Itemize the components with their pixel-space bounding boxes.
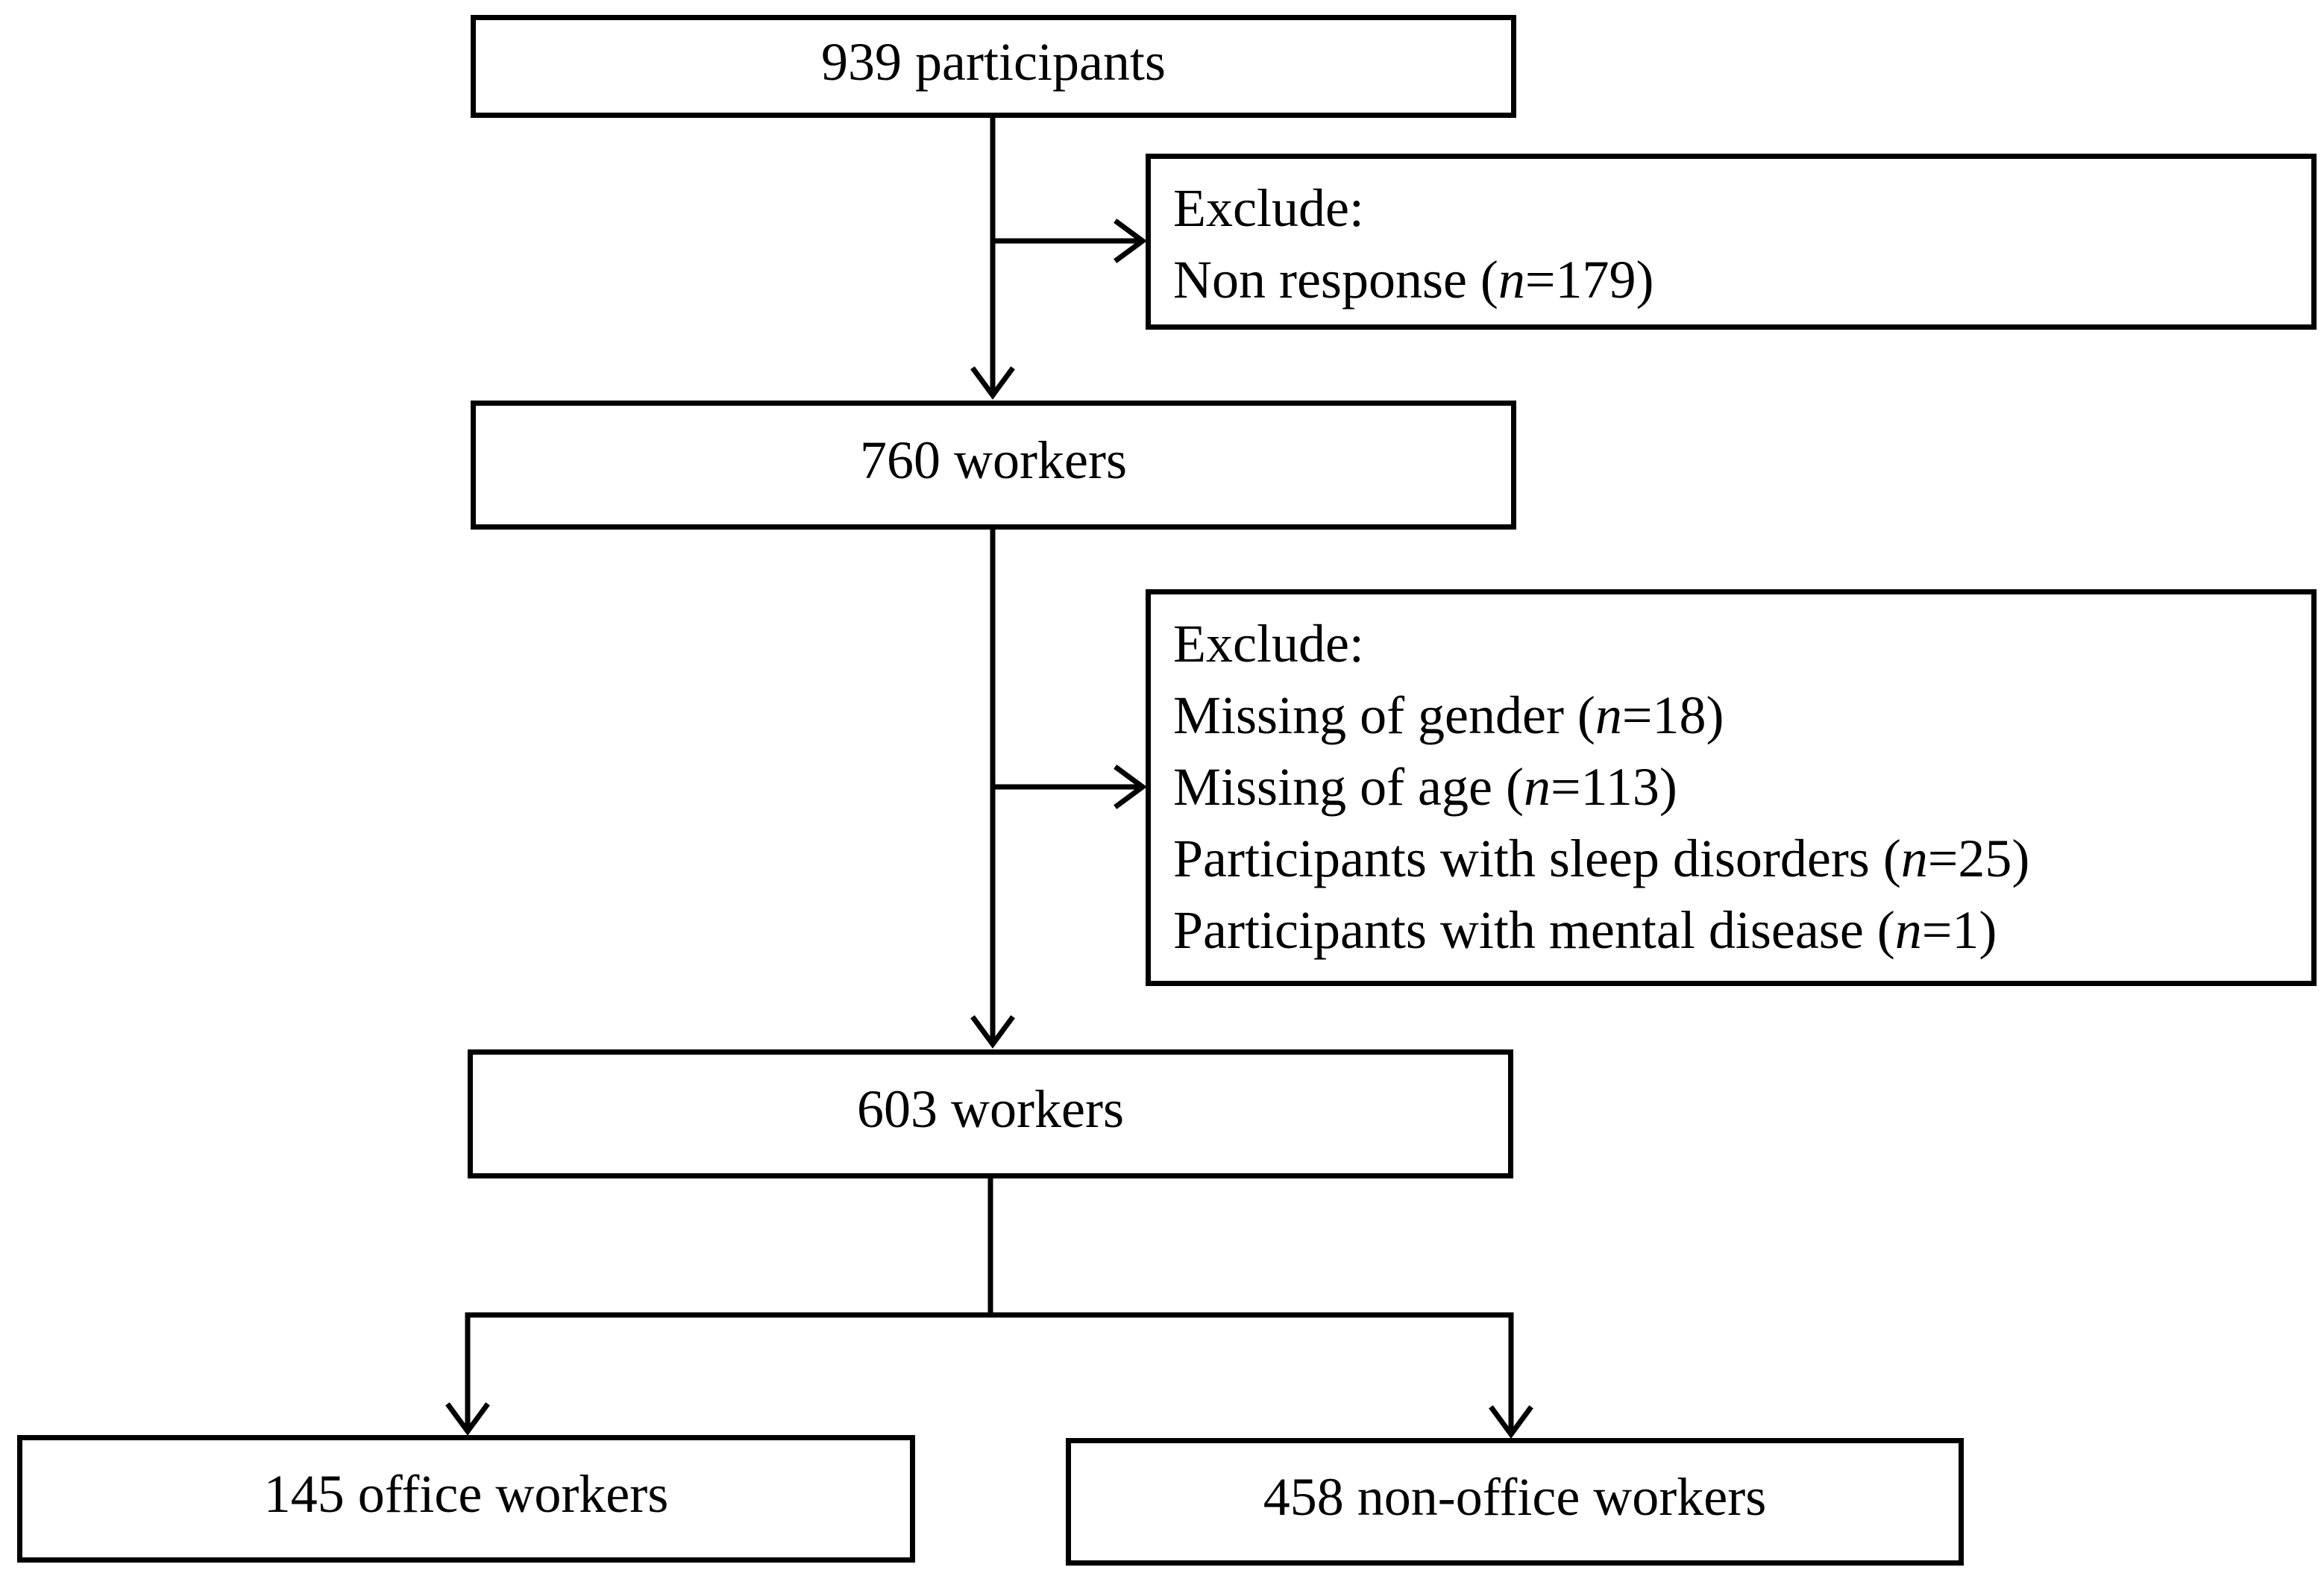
arrowhead-left (445, 1402, 490, 1436)
arrowhead-main-2 (970, 1015, 1015, 1049)
exclusion-2-item: Participants with sleep disorders (n=25) (1173, 829, 2030, 888)
box-office-workers-label: 145 office workers (263, 1464, 669, 1524)
box-603-workers: 603 workers (468, 1049, 1513, 1178)
box-non-office-workers: 458 non-office workers (1066, 1438, 1964, 1566)
box-total-participants-label: 939 participants (821, 31, 1166, 92)
exclusion-2-item: Missing of gender (n=18) (1173, 685, 1724, 745)
exclusion-2-item: Participants with mental disease (n=1) (1173, 900, 1997, 960)
exclusion-2-item: Missing of age (n=113) (1173, 757, 1677, 817)
exclusion-1-heading: Exclude: (1173, 178, 1364, 238)
exclusion-2-heading: Exclude: (1173, 614, 1364, 674)
arrowhead-exclude-1 (1114, 219, 1147, 263)
box-non-office-workers-label: 458 non-office workers (1263, 1467, 1767, 1527)
box-760-workers-label: 760 workers (860, 430, 1127, 490)
arrowhead-main-1 (970, 366, 1015, 400)
box-760-workers: 760 workers (471, 401, 1516, 530)
box-total-participants: 939 participants (471, 15, 1516, 118)
arrowhead-exclude-2 (1114, 765, 1147, 809)
box-exclusion-2: Exclude: Missing of gender (n=18) Missin… (1146, 589, 2317, 986)
arrowhead-right (1489, 1405, 1533, 1439)
box-603-workers-label: 603 workers (857, 1079, 1124, 1139)
box-office-workers: 145 office workers (17, 1435, 915, 1563)
exclusion-1-item: Non response (n=179) (1173, 250, 1654, 310)
box-exclusion-1: Exclude: Non response (n=179) (1146, 154, 2317, 330)
